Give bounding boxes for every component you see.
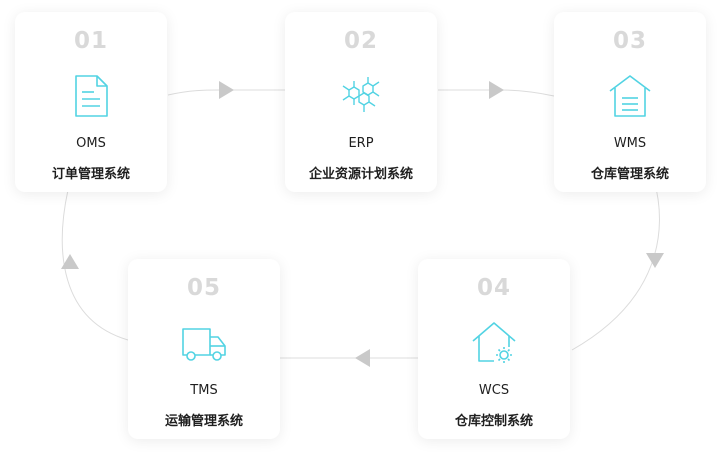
- step-name: 仓库管理系统: [590, 167, 669, 182]
- arrow-right-icon: [219, 81, 234, 99]
- step-name: 订单管理系统: [51, 167, 130, 182]
- connector-03-04: [571, 179, 660, 351]
- step-abbreviation: WMS: [613, 136, 647, 151]
- step-name: 运输管理系统: [164, 414, 243, 429]
- step-card-oms: 01 OMS 订单管理系统: [15, 12, 167, 192]
- step-abbreviation: OMS: [76, 136, 106, 151]
- arrow-down-icon: [646, 253, 664, 268]
- step-name: 企业资源计划系统: [308, 167, 413, 182]
- step-abbreviation: ERP: [348, 136, 374, 151]
- step-card-wms: 03 WMS 仓库管理系统: [554, 12, 706, 192]
- step-number: 01: [73, 28, 108, 54]
- step-card-erp: 02 ERP 企业资源计划系统: [285, 12, 437, 192]
- step-card-wcs: 04 WCS 仓库控制系统: [418, 259, 570, 439]
- house-gear-icon: [472, 322, 516, 363]
- arrow-right-icon: [489, 81, 504, 99]
- connector-05-01: [61, 189, 129, 341]
- truck-icon: [182, 328, 226, 361]
- step-card-tms: 05 TMS 运输管理系统: [128, 259, 280, 439]
- step-number: 05: [186, 275, 221, 301]
- warehouse-icon: [609, 75, 651, 117]
- step-abbreviation: WCS: [478, 383, 510, 398]
- molecule-network-icon: [342, 77, 380, 112]
- step-number: 02: [343, 28, 378, 54]
- step-name: 仓库控制系统: [454, 414, 533, 429]
- step-number: 04: [476, 275, 511, 301]
- arrow-up-icon: [61, 254, 79, 269]
- arrow-left-icon: [355, 349, 370, 367]
- document-icon: [75, 75, 108, 117]
- step-number: 03: [612, 28, 647, 54]
- step-abbreviation: TMS: [190, 383, 218, 398]
